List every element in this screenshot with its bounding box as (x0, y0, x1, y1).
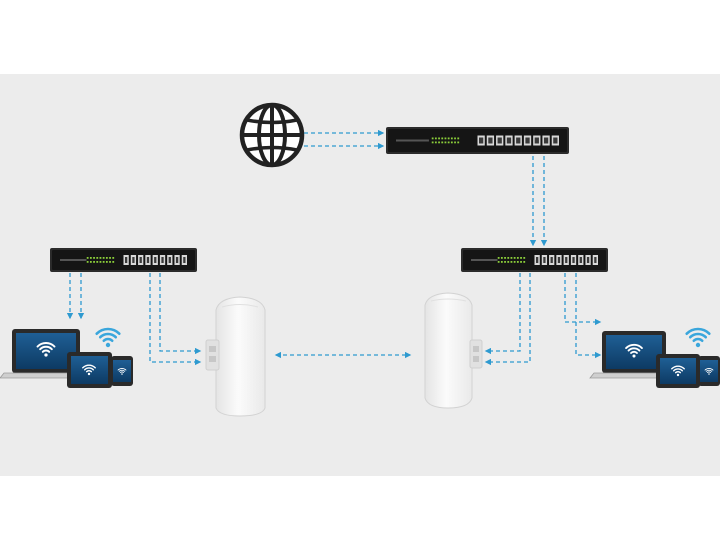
tablet-icon (67, 352, 112, 388)
link-right-switch-to-clients-1 (564, 273, 602, 326)
status-led (504, 261, 506, 263)
status-led (500, 261, 503, 263)
status-led (86, 261, 89, 263)
wifi-icon (95, 327, 121, 348)
status-led (500, 257, 503, 259)
link-right-switch-to-cpe-2 (484, 273, 531, 366)
status-led (520, 257, 522, 259)
status-led (99, 261, 102, 263)
status-led (450, 137, 453, 140)
diagram-background-band (0, 74, 720, 476)
status-led (444, 141, 447, 144)
status-led (86, 257, 89, 259)
status-led (523, 261, 526, 263)
left-network-switch (50, 248, 197, 272)
wifi-icon (36, 342, 56, 357)
status-led (447, 137, 450, 140)
wifi-icon (685, 327, 711, 348)
status-led (444, 137, 447, 140)
status-led (450, 141, 453, 144)
left-client-devices (0, 327, 133, 388)
status-led (510, 257, 513, 259)
status-led (112, 261, 115, 263)
left-outdoor-cpe (205, 296, 266, 417)
status-led (516, 261, 519, 263)
wifi-icon (117, 368, 127, 375)
status-led (109, 261, 111, 263)
core-network-switch (386, 127, 569, 154)
status-led (96, 257, 99, 259)
status-led (434, 141, 437, 144)
wifi-icon (82, 364, 96, 376)
status-led (497, 261, 500, 263)
status-led (507, 257, 510, 259)
link-right-switch-to-cpe-1 (484, 273, 521, 355)
status-led (457, 141, 460, 144)
laptop-icon (589, 331, 679, 379)
status-led (431, 137, 434, 140)
status-led (96, 261, 99, 263)
status-led (447, 141, 450, 144)
tablet-icon (656, 354, 700, 388)
status-led (520, 261, 522, 263)
status-led (102, 257, 105, 259)
status-led (507, 261, 510, 263)
status-led (454, 141, 456, 144)
status-led (93, 261, 95, 263)
status-led (441, 141, 444, 144)
laptop-icon (0, 329, 93, 379)
link-left-switch-to-cpe-2 (159, 273, 202, 355)
link-right-switch-to-clients-2 (575, 273, 602, 359)
status-led (441, 137, 444, 140)
right-outdoor-cpe (424, 292, 483, 409)
status-led (497, 257, 500, 259)
wifi-icon (671, 365, 685, 377)
globe-icon (239, 102, 305, 168)
status-led (513, 257, 516, 259)
right-network-switch (461, 248, 608, 272)
status-led (438, 137, 440, 140)
status-led (105, 261, 108, 263)
status-led (504, 257, 506, 259)
status-led (431, 141, 434, 144)
status-led (99, 257, 102, 259)
status-led (510, 261, 513, 263)
status-led (105, 257, 108, 259)
phone-icon (698, 356, 720, 386)
wifi-icon (625, 343, 643, 358)
right-client-devices (589, 327, 720, 388)
links (66, 129, 602, 366)
wifi-icon (704, 368, 714, 375)
status-led (102, 261, 105, 263)
phone-icon (111, 356, 133, 386)
status-led (438, 141, 440, 144)
status-led (93, 257, 95, 259)
status-led (457, 137, 460, 140)
status-led (523, 257, 526, 259)
status-led (516, 257, 519, 259)
status-led (513, 261, 516, 263)
status-led (112, 257, 115, 259)
link-left-switch-to-cpe-1 (149, 273, 202, 366)
status-led (109, 257, 111, 259)
status-led (434, 137, 437, 140)
status-led (454, 137, 456, 140)
status-led (89, 261, 92, 263)
status-led (89, 257, 92, 259)
